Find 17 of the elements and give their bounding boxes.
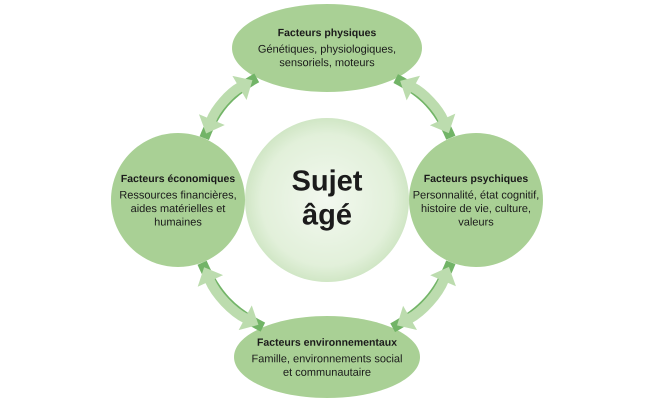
double-arrow (198, 74, 260, 140)
circle-node (111, 133, 245, 267)
double-arrow (393, 74, 456, 140)
ellipse-node (232, 4, 422, 92)
description: Ressources financières, aides matérielles et humaines (120, 190, 236, 226)
circle-node (409, 133, 543, 267)
heading: Facteurs environnementaux (258, 338, 397, 346)
description: Famille, environnements social et communautaire (252, 354, 402, 376)
heading: Facteurs économiques (122, 174, 235, 184)
heading: Facteurs physiques (278, 28, 376, 38)
double-arrow (198, 260, 266, 332)
description: Personnalité, état cognitif, histoire de vie, culture, valeurs (414, 190, 538, 226)
description: Génétiques, physiologiques, sensoriels, moteurs (258, 44, 396, 68)
double-arrow (390, 260, 456, 332)
ellipse-node (234, 316, 420, 398)
center-label: Sujet âgé (292, 169, 362, 231)
heading: Facteurs psychiques (424, 174, 528, 184)
